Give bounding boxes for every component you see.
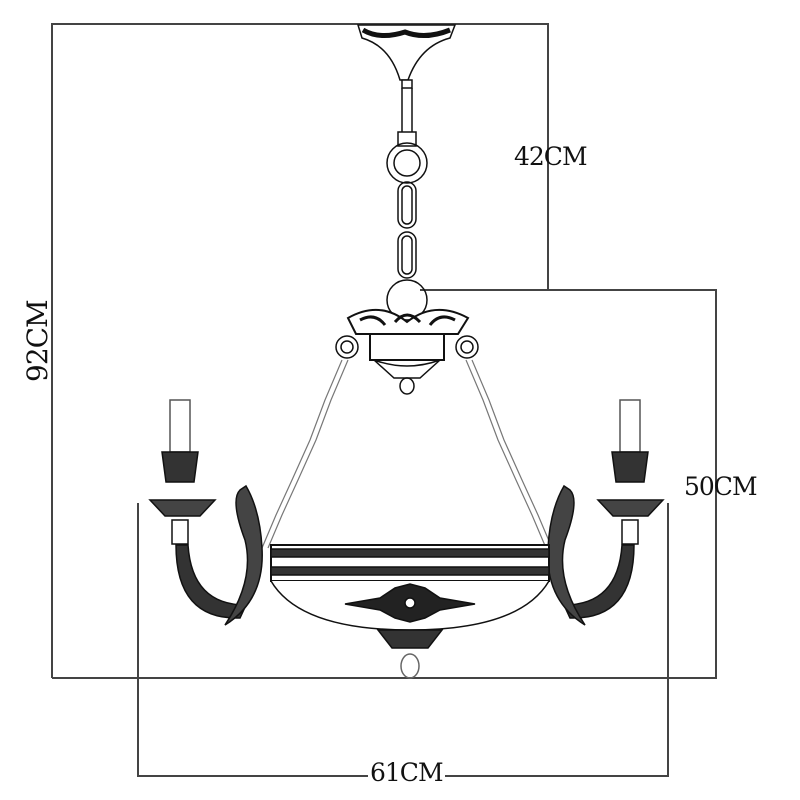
chain-length-label: 42CM bbox=[514, 142, 588, 171]
chain-icon bbox=[386, 142, 428, 321]
crown-icon bbox=[335, 308, 479, 395]
dimension-lines bbox=[51, 23, 717, 777]
right-candle-arm-icon bbox=[547, 399, 665, 626]
body-height-dimension-line bbox=[52, 289, 717, 679]
left-candle-arm-icon bbox=[148, 399, 263, 626]
bowl-icon bbox=[270, 544, 550, 679]
total-height-label: 92CM bbox=[21, 300, 54, 382]
body-height-label: 50CM bbox=[684, 472, 758, 501]
width-label: 61CM bbox=[368, 758, 445, 787]
suspension-chains-icon bbox=[261, 359, 553, 549]
total-height-dimension-line bbox=[51, 23, 549, 678]
ceiling-canopy-icon bbox=[356, 24, 457, 147]
